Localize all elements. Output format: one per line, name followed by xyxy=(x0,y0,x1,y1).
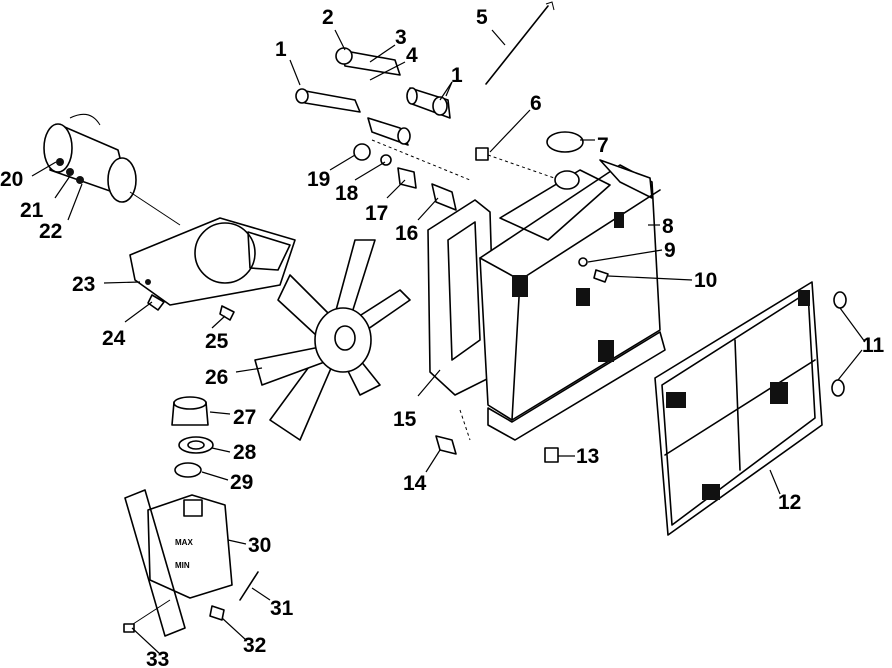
callout-9: 9 xyxy=(664,239,676,262)
callout-23: 23 xyxy=(72,273,95,296)
callout-17: 17 xyxy=(365,202,388,225)
callout-11: 11 xyxy=(862,334,885,357)
min-label: MIN xyxy=(175,561,190,570)
callout-16: 16 xyxy=(395,222,418,245)
fan xyxy=(254,239,411,441)
callout-5: 5 xyxy=(476,6,488,29)
callout-31: 31 xyxy=(270,597,294,620)
fan-motor xyxy=(43,113,181,226)
callout-26: 26 xyxy=(205,366,228,389)
callout-27: 27 xyxy=(233,406,256,429)
callout-4: 4 xyxy=(406,44,418,67)
dipstick xyxy=(485,1,555,85)
callout-1b: 1 xyxy=(451,64,463,87)
callout-28: 28 xyxy=(233,441,257,464)
callout-numbers: 1 2 3 4 5 1 6 7 8 9 10 11 12 13 14 15 16… xyxy=(0,6,885,668)
callout-13: 13 xyxy=(576,445,599,468)
small-fittings xyxy=(353,139,561,211)
leader-lines xyxy=(31,29,866,655)
callout-12: 12 xyxy=(778,491,801,514)
callout-19: 19 xyxy=(307,168,330,191)
callout-2: 2 xyxy=(322,6,334,29)
callout-10: 10 xyxy=(694,269,717,292)
callout-22: 22 xyxy=(39,220,62,243)
callout-33: 33 xyxy=(146,648,169,668)
callout-24: 24 xyxy=(102,327,126,350)
callout-7: 7 xyxy=(597,134,609,157)
callout-1: 1 xyxy=(275,38,287,61)
callout-6: 6 xyxy=(530,92,542,115)
shroud-plate xyxy=(129,217,296,321)
callout-14: 14 xyxy=(403,472,427,495)
grille-screen xyxy=(654,281,847,536)
callout-18: 18 xyxy=(335,182,359,205)
reservoir: MAX MIN xyxy=(123,396,259,637)
upper-hoses xyxy=(295,47,451,146)
callout-20: 20 xyxy=(0,168,23,191)
callout-29: 29 xyxy=(230,471,253,494)
radiator-assembly xyxy=(427,131,666,463)
callout-21: 21 xyxy=(20,199,44,222)
callout-32: 32 xyxy=(243,634,266,657)
max-label: MAX xyxy=(175,538,193,547)
callout-30: 30 xyxy=(248,534,271,557)
callout-3: 3 xyxy=(395,26,407,49)
callout-8: 8 xyxy=(662,215,674,238)
callout-15: 15 xyxy=(393,408,417,431)
callout-25: 25 xyxy=(205,330,229,353)
